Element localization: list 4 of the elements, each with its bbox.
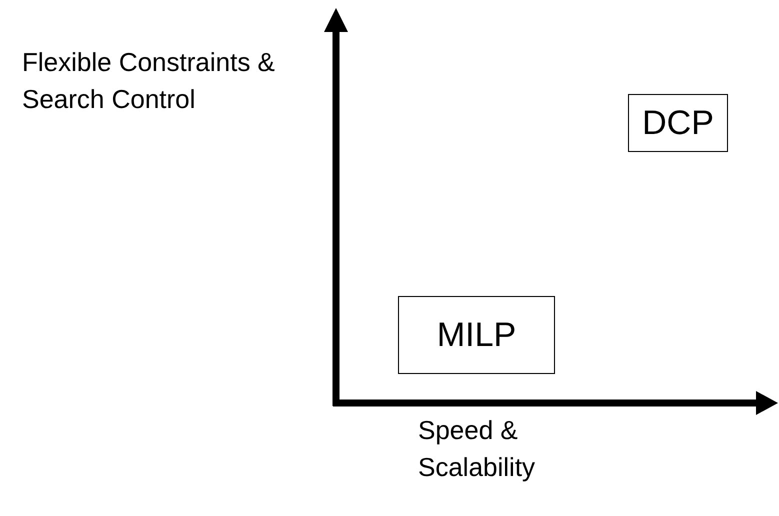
method-box: MILP (398, 296, 555, 374)
x-axis-title: Speed & Scalability (418, 414, 536, 484)
method-box: DCP (628, 94, 728, 152)
y-axis-title: Flexible Constraints & Search Control (22, 46, 276, 116)
